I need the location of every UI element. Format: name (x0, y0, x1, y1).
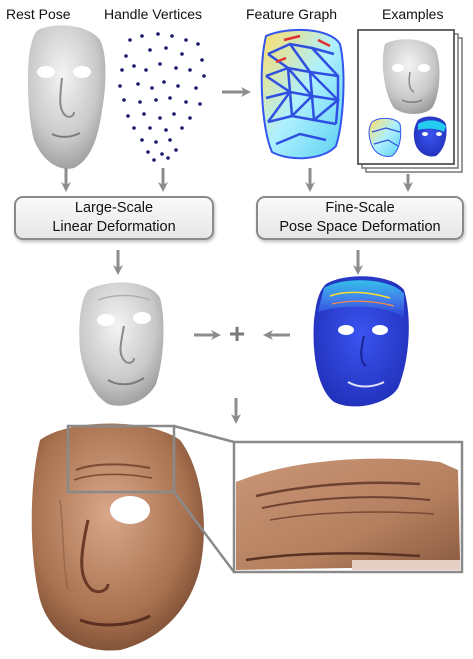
combine-plus-icon: + (226, 320, 248, 348)
rest-pose-face (28, 25, 106, 168)
label-rest-pose: Rest Pose (6, 6, 71, 22)
label-handle-vertices: Handle Vertices (104, 6, 202, 22)
down-arrows-top (66, 168, 408, 187)
label-examples: Examples (382, 6, 443, 22)
large-scale-subtitle: Linear Deformation (52, 218, 175, 237)
large-scale-title: Large-Scale (75, 199, 153, 218)
large-scale-linear-deformation-box: Large-Scale Linear Deformation (14, 196, 214, 240)
fine-scale-pose-space-deformation-box: Fine-Scale Pose Space Deformation (256, 196, 464, 240)
large-scale-result-face (79, 282, 163, 405)
fine-scale-subtitle: Pose Space Deformation (279, 218, 440, 237)
feature-graph-mesh (262, 30, 344, 158)
down-arrows-middle (118, 250, 358, 270)
fine-scale-title: Fine-Scale (325, 199, 394, 218)
fine-scale-result-face (314, 276, 409, 406)
label-feature-graph: Feature Graph (246, 6, 337, 22)
handle-vertices-points (118, 32, 206, 162)
examples-stack (358, 30, 462, 172)
